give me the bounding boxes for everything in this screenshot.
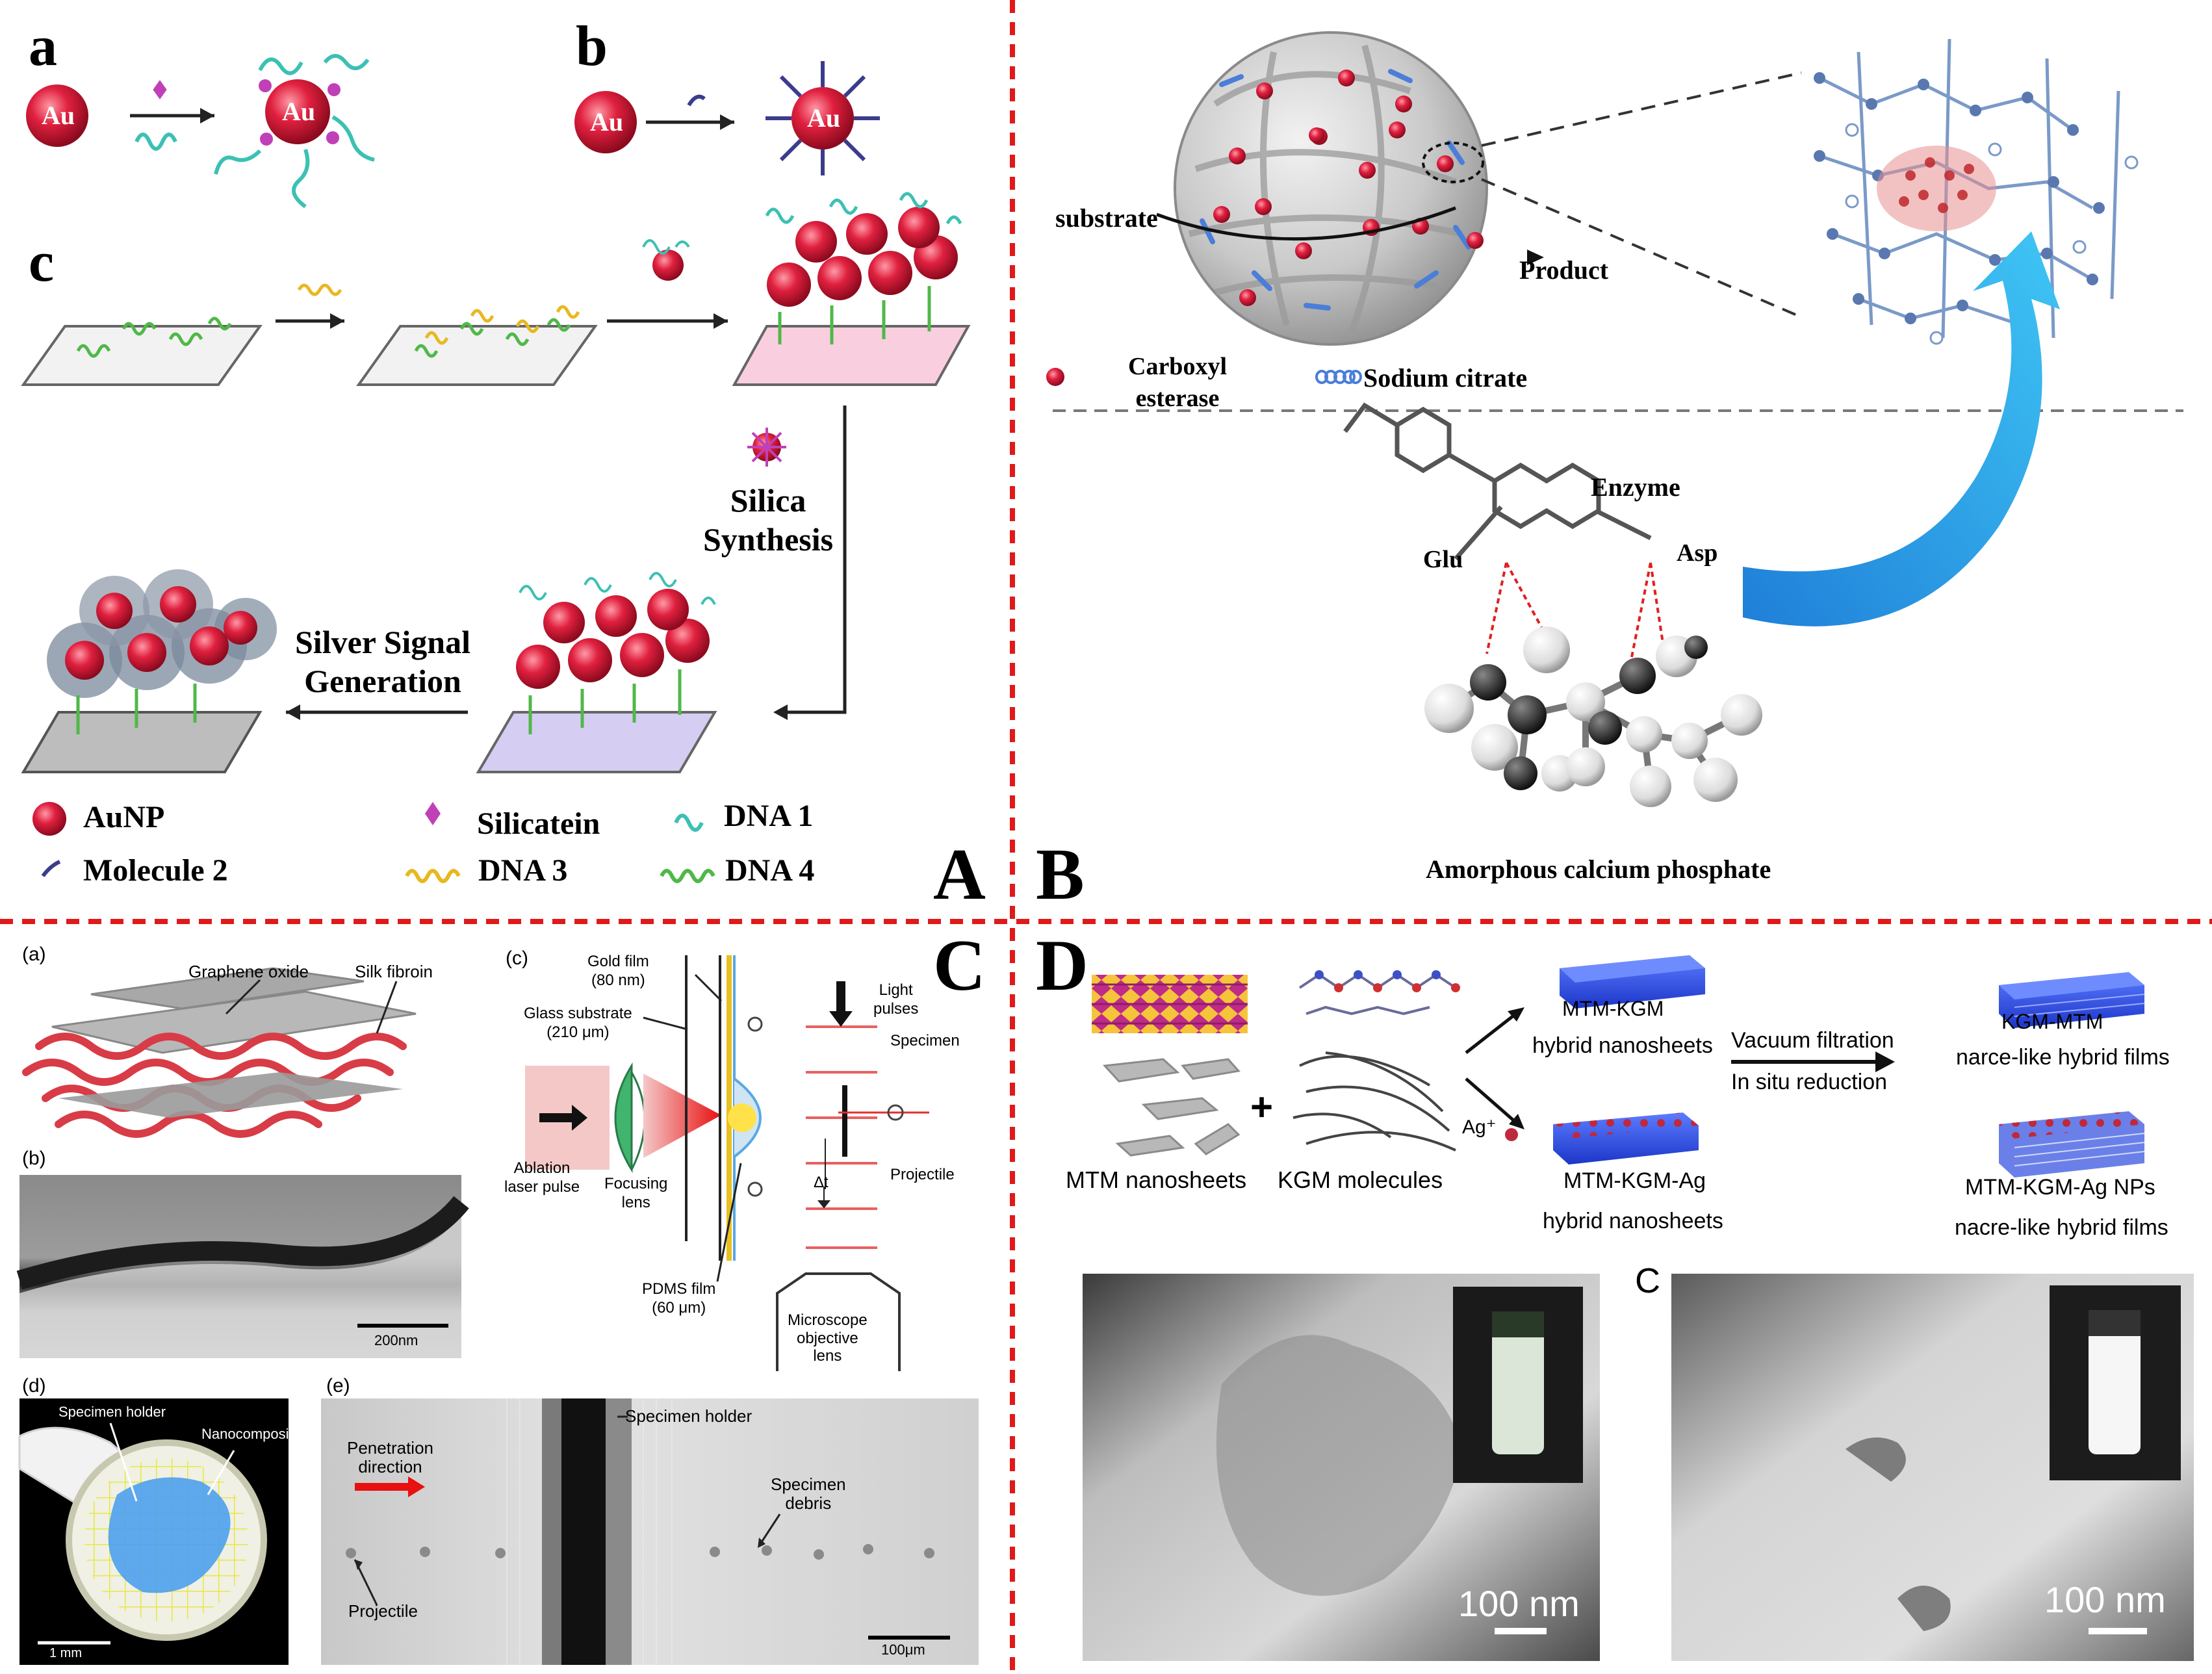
au-label-4: Au [807,103,841,133]
au-label-3: Au [590,107,624,136]
d-sub-c: C [1635,1261,1660,1300]
label-carboxyl-esterase: Carboxyl esterase [1128,353,1227,413]
label-narce-hybrid-films: narce-like hybrid films [1956,1045,2170,1070]
label-asp: Asp [1677,539,1718,567]
step-silica-synthesis: Silica Synthesis [703,482,834,558]
panel-a-sub-b: b [576,15,608,78]
c-sub-e: (e) [326,1375,350,1397]
label-enzyme: Enzyme [1591,472,1680,502]
label-glass-substrate: Glass substrate (210 μm) [524,1005,632,1041]
sodium-citrate-icon [1315,370,1362,384]
label-product: Product [1519,255,1609,285]
c-sub-b: (b) [22,1148,46,1169]
label-specimen-debris: Specimen debris [771,1474,846,1513]
label-ag-plus: Ag⁺ [1462,1116,1497,1138]
panel-a-sub-c: c [29,231,55,294]
c-sub-a: (a) [22,944,46,965]
label-projectile-c: Projectile [890,1166,955,1183]
label-sodium-citrate: Sodium citrate [1363,363,1528,393]
scale-200nm: 200nm [374,1332,418,1348]
label-substrate: substrate [1055,203,1158,233]
label-plus: + [1250,1085,1274,1129]
panel-a-sub-a: a [29,15,57,78]
scale-100nm-right: 100 nm [2044,1579,2166,1620]
label-projectile-e: Projectile [348,1601,418,1621]
legend-dna3: DNA 3 [478,853,568,888]
label-amorphous-calcium-phosphate: Amorphous calcium phosphate [1426,855,1771,884]
label-mtm-kgm: MTM-KGM [1562,997,1664,1020]
label-specimen-holder-e: Specimen holder [625,1406,752,1426]
legend-dna1: DNA 1 [724,799,814,833]
label-hybrid-nanosheets-2: hybrid nanosheets [1543,1209,1723,1233]
legend-molecule2: Molecule 2 [83,853,228,888]
c-sub-c: (c) [506,947,528,969]
au-label-2: Au [282,97,316,126]
label-kgm-molecules: KGM molecules [1278,1166,1443,1193]
label-light-pulses: Light pulses [873,981,919,1018]
label-penetration-direction: Penetration direction [347,1438,433,1476]
legend-aunp: AuNP [83,800,165,834]
panel-label-a: A [933,834,986,915]
panel-label-c: C [933,925,986,1006]
label-kgm-mtm: KGM-MTM [2001,1010,2103,1033]
au-label-1: Au [42,101,75,130]
label-nacre-hybrid-films: nacre-like hybrid films [1955,1215,2168,1240]
label-mtm-kgm-ag: MTM-KGM-Ag [1563,1168,1706,1193]
scale-100um: 100μm [881,1642,925,1658]
label-delta-t: Δt [814,1174,829,1191]
label-specimen: Specimen [890,1032,960,1049]
label-focusing-lens: Focusing lens [604,1175,668,1211]
scale-100nm-left: 100 nm [1458,1583,1580,1624]
label-vacuum-filtration: Vacuum filtration [1731,1028,1894,1053]
label-in-situ-reduction: In situ reduction [1731,1070,1888,1094]
label-hybrid-nanosheets-1: hybrid nanosheets [1532,1033,1713,1058]
label-glu: Glu [1423,546,1463,573]
label-mtm-nanosheets: MTM nanosheets [1066,1166,1247,1193]
label-ablation-laser: Ablation laser pulse [504,1159,580,1196]
legend-silicatein: Silicatein [477,806,600,841]
scale-1mm: 1 mm [49,1646,82,1660]
label-nanocomposite: Nanocomposite [201,1426,301,1442]
label-silk-fibroin: Silk fibroin [355,962,433,981]
label-specimen-holder-d: Specimen holder [58,1404,166,1420]
label-microscope-objective: Microscope objective lens [788,1311,868,1365]
label-gold-film: Gold film (80 nm) [587,953,649,989]
label-mtm-kgm-ag-nps: MTM-KGM-Ag NPs [1965,1175,2155,1200]
panel-label-b: B [1036,834,1085,915]
legend-dna4: DNA 4 [725,853,815,888]
step-silver-signal: Silver Signal Generation [295,624,470,699]
panel-label-d: D [1036,925,1088,1006]
label-pdms-film: PDMS film (60 μm) [642,1280,716,1317]
c-sub-d: (d) [22,1375,46,1397]
label-graphene-oxide: Graphene oxide [188,962,309,981]
